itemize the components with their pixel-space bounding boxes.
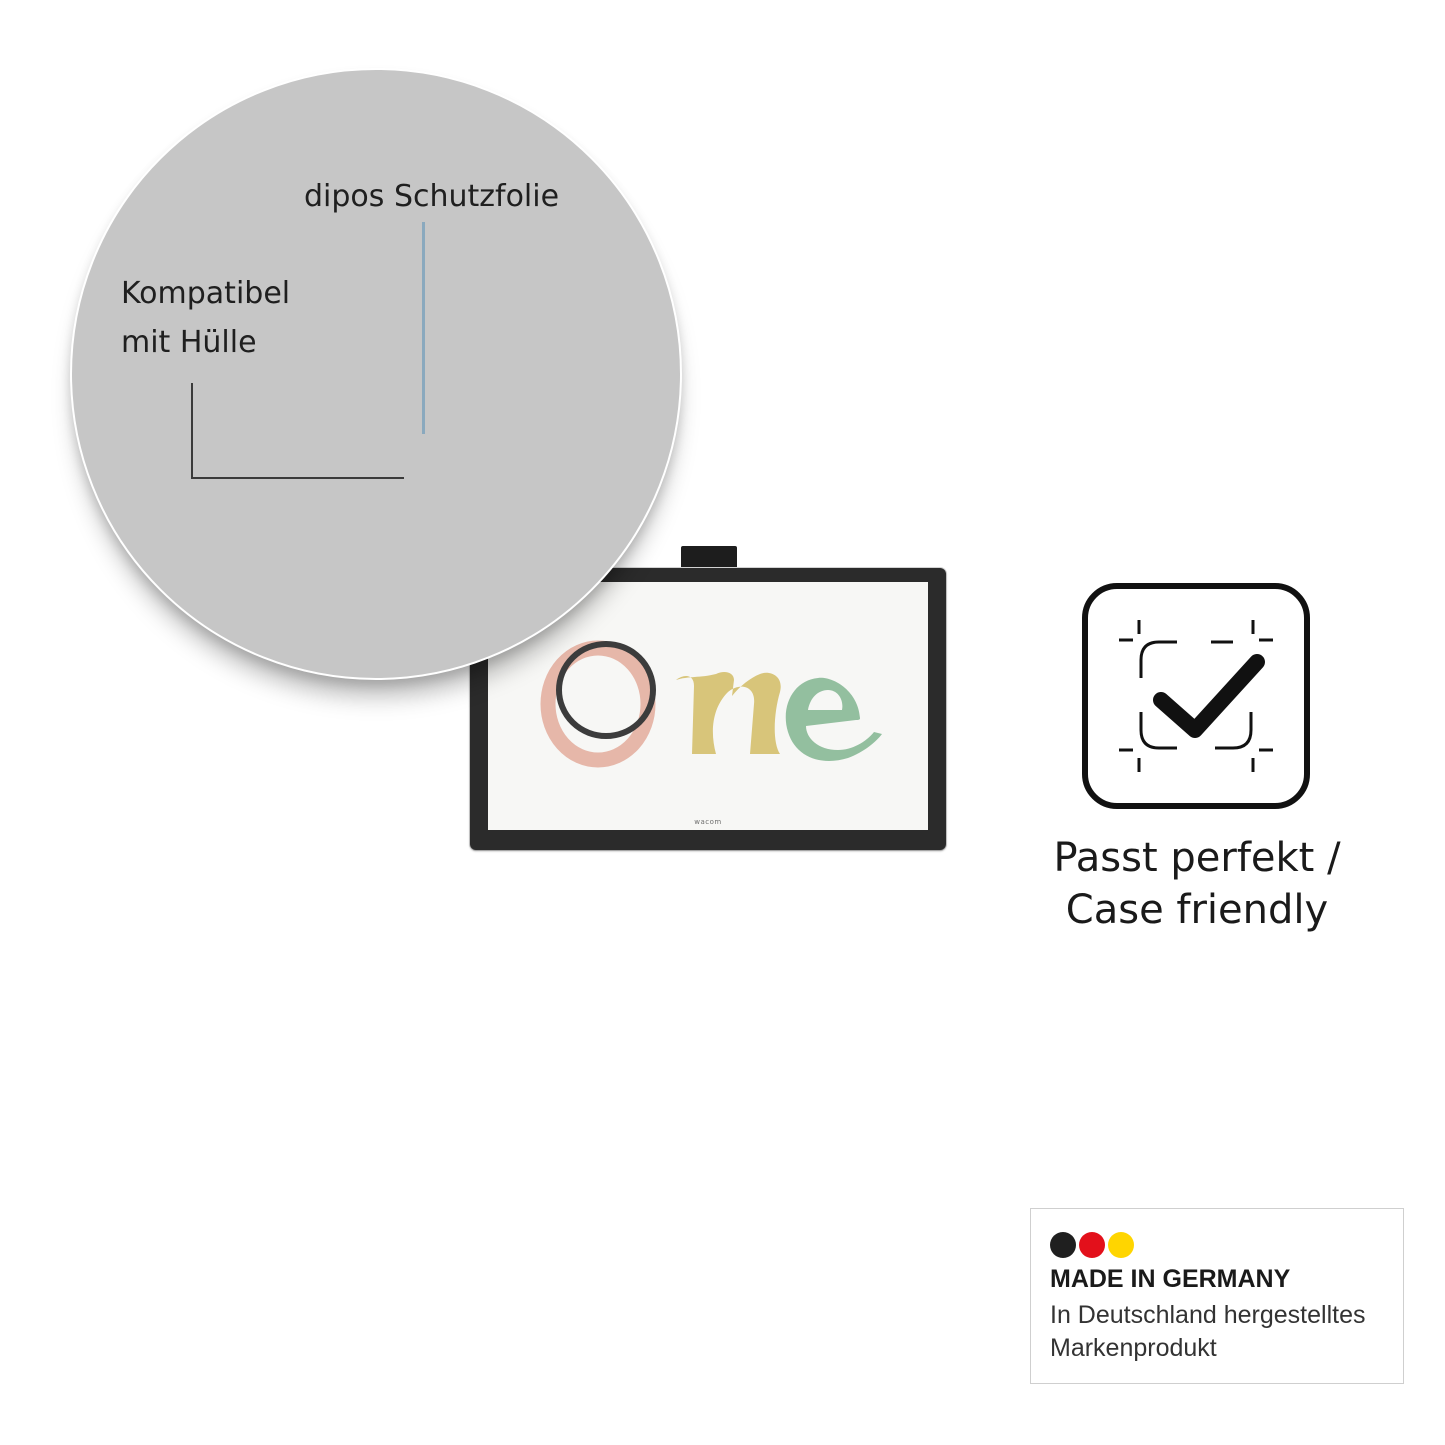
flag-dot-black: [1050, 1232, 1076, 1258]
check-frame-icon: [1082, 583, 1310, 809]
flag-dot-gold: [1108, 1232, 1134, 1258]
one-logo-o-dark: [556, 641, 656, 739]
case-friendly-line1: Passt perfekt /: [1053, 835, 1341, 881]
case-friendly-label: Passt perfekt / Case friendly: [1016, 832, 1378, 936]
film-label: dipos Schutzfolie: [304, 179, 560, 214]
made-in-germany-box: MADE IN GERMANY In Deutschland hergestel…: [1030, 1208, 1404, 1384]
film-indicator-line: [422, 222, 425, 434]
case-edge-vertical-line: [191, 383, 193, 479]
tablet-brand-label: wacom: [694, 818, 722, 826]
case-friendly-line2: Case friendly: [1065, 887, 1329, 933]
case-edge-horizontal-line: [191, 477, 404, 479]
flag-dot-red: [1079, 1232, 1105, 1258]
tablet-pen-clip: [681, 546, 737, 570]
made-in-germany-title: MADE IN GERMANY: [1050, 1265, 1291, 1293]
made-in-germany-line2: Markenprodukt: [1050, 1334, 1217, 1362]
tablet-screen: wacom: [488, 582, 928, 830]
german-flag-dots: [1050, 1232, 1170, 1258]
one-logo-e: [785, 677, 882, 761]
compat-label-line1: Kompatibel: [121, 276, 291, 311]
one-logo-art: [540, 640, 882, 768]
made-in-germany-line1: In Deutschland hergestelltes: [1050, 1301, 1366, 1329]
compat-label-line2: mit Hülle: [121, 325, 257, 360]
one-logo-n: [676, 672, 781, 754]
compat-label: Kompatibel mit Hülle: [121, 269, 290, 367]
made-in-germany-subtitle: In Deutschland hergestelltes Markenprodu…: [1050, 1299, 1365, 1365]
magnifier-circle: [70, 68, 682, 680]
